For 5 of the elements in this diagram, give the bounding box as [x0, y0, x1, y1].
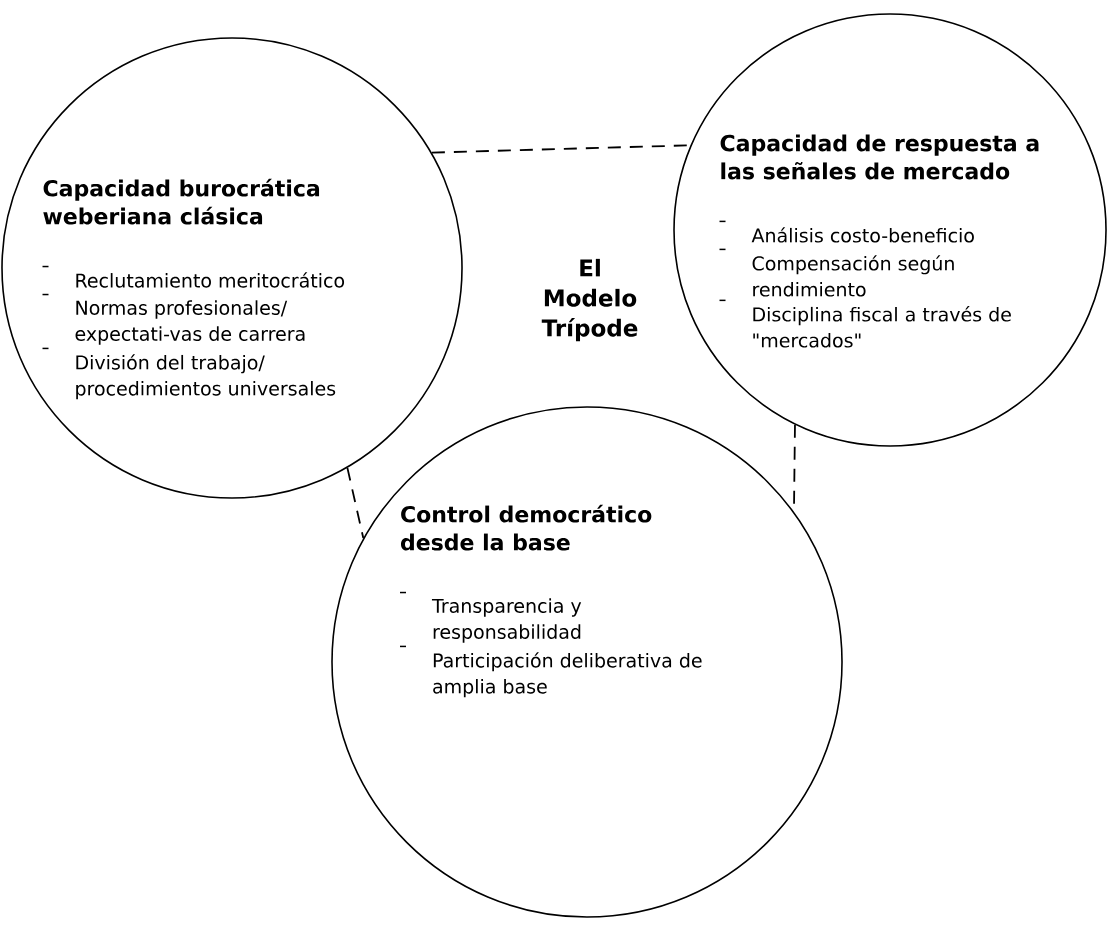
circle-node: Control democrático desde la base Transparencia y responsabilidad Participación deliberativa de amplia base	[331, 406, 843, 918]
circle-node: Capacidad de respuesta a las señales de mercado Análisis costo-beneficio Compensación según rendimiento Disciplina fiscal a través de "mercados"	[673, 13, 1107, 447]
circle-node: Capacidad burocrática weberiana clásica Reclutamiento meritocrático Normas profesionales/ expectati-vas de carrera División del trabajo/ procedimientos universales	[1, 37, 463, 499]
dashed-connector	[346, 467, 365, 539]
title-label: El Modelo Trípode	[541, 258, 638, 342]
